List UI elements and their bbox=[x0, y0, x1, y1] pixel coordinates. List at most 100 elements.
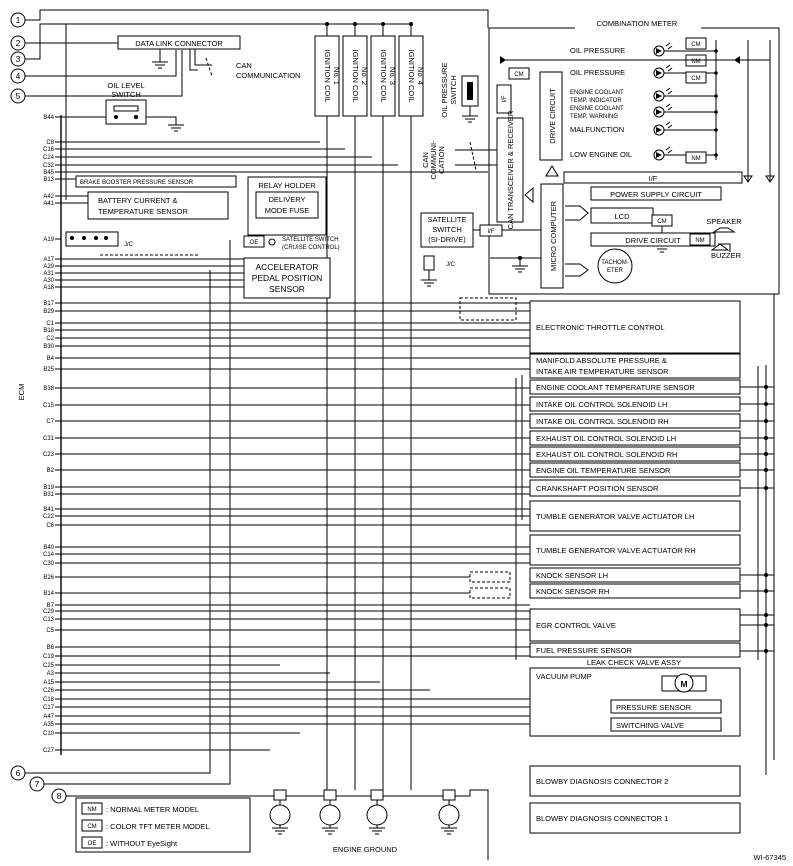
svg-text:SWITCH: SWITCH bbox=[449, 75, 458, 105]
ecm-pin: C32 bbox=[43, 163, 55, 169]
svg-text:No. 3: No. 3 bbox=[388, 67, 397, 85]
ecm-label: ECM bbox=[17, 384, 26, 401]
ecm-pin: B6 bbox=[47, 645, 55, 651]
svg-text:DATA LINK CONNECTOR: DATA LINK CONNECTOR bbox=[135, 39, 223, 48]
svg-text:8: 8 bbox=[57, 791, 62, 801]
diagram-id: WI-67345 bbox=[753, 853, 786, 862]
brake-booster-sensor: BRAKE BOOSTER PRESSURE SENSOR bbox=[75, 175, 237, 188]
component-box: KNOCK SENSOR RH bbox=[529, 583, 741, 599]
ecm-pin: C26 bbox=[43, 688, 55, 694]
svg-text:CM: CM bbox=[87, 824, 96, 830]
oil-level-switch: OIL LEVEL SWITCH bbox=[61, 81, 184, 132]
svg-text:ENGINE COOLANT: ENGINE COOLANT bbox=[570, 90, 624, 96]
ecm-pin: A3 bbox=[47, 671, 55, 677]
component-box: EXHAUST OIL CONTROL SOLENOID LH bbox=[529, 430, 741, 446]
component-box: FUEL PRESSURE SENSOR bbox=[529, 642, 741, 658]
ecm-pin: A19 bbox=[43, 237, 54, 243]
ecm-pin: B18 bbox=[43, 328, 54, 334]
svg-text:BRAKE BOOSTER PRESSURE SENSOR: BRAKE BOOSTER PRESSURE SENSOR bbox=[80, 180, 194, 186]
svg-text:I/F: I/F bbox=[649, 174, 658, 183]
svg-text:SWITCH: SWITCH bbox=[432, 225, 462, 234]
svg-text:CATION: CATION bbox=[437, 146, 446, 174]
component-box: EGR CONTROL VALVE bbox=[529, 608, 741, 642]
component-box: EXHAUST OIL CONTROL SOLENOID RH bbox=[529, 446, 741, 462]
ground-terminal bbox=[319, 789, 341, 835]
svg-text:TEMP. INDICATOR: TEMP. INDICATOR bbox=[570, 98, 622, 104]
ecm-pin: C17 bbox=[43, 705, 55, 711]
svg-text:TUMBLE GENERATOR VALVE ACTUATO: TUMBLE GENERATOR VALVE ACTUATOR LH bbox=[536, 512, 694, 521]
svg-text:J/C: J/C bbox=[446, 262, 456, 268]
svg-text:CM: CM bbox=[657, 219, 666, 225]
svg-text:VACUUM PUMP: VACUUM PUMP bbox=[536, 672, 592, 681]
svg-text:OIL LEVEL: OIL LEVEL bbox=[107, 81, 144, 90]
svg-text:J/C: J/C bbox=[124, 242, 134, 248]
ecm-pin: C14 bbox=[43, 552, 55, 558]
ecm-pin: C6 bbox=[46, 523, 54, 529]
svg-text:OE: OE bbox=[250, 240, 259, 246]
ecm-pin: C29 bbox=[43, 609, 55, 615]
svg-text:NM: NM bbox=[695, 238, 704, 244]
svg-text:ENGINE COOLANT TEMPERATURE SEN: ENGINE COOLANT TEMPERATURE SENSOR bbox=[536, 383, 695, 392]
jc-junction: J/C bbox=[65, 231, 200, 256]
ecm-pin: A15 bbox=[43, 680, 54, 686]
meter-row: LOW ENGINE OIL bbox=[570, 146, 718, 161]
svg-text:5: 5 bbox=[16, 91, 21, 101]
svg-text:KNOCK SENSOR LH: KNOCK SENSOR LH bbox=[536, 571, 608, 580]
svg-text:M: M bbox=[680, 679, 687, 689]
relay-holder: RELAY HOLDER DELIVERY MODE FUSE bbox=[247, 176, 327, 236]
svg-text:No. 1: No. 1 bbox=[332, 67, 341, 85]
svg-text:PRESSURE SENSOR: PRESSURE SENSOR bbox=[616, 703, 692, 712]
svg-text:IGNITION COIL: IGNITION COIL bbox=[407, 50, 416, 103]
ecm-pin: A29 bbox=[43, 264, 54, 270]
ecm-pin: C31 bbox=[43, 436, 55, 442]
ecm-pin: B13 bbox=[43, 177, 54, 183]
oe-satellite-switch-cruise: OE SATELLITE SWITCH (CRUISE CONTROL) bbox=[243, 235, 340, 251]
ecm-pin: B30 bbox=[43, 344, 54, 350]
can-communication-meter: CAN COMMUNI- CATION bbox=[421, 140, 497, 180]
svg-text:(SI-DRIVE): (SI-DRIVE) bbox=[428, 235, 466, 244]
ecm-pin: C19 bbox=[43, 654, 55, 660]
svg-text:IGNITION COIL: IGNITION COIL bbox=[351, 50, 360, 103]
svg-text:CM: CM bbox=[691, 76, 700, 82]
svg-text:IGNITION COIL: IGNITION COIL bbox=[323, 50, 332, 103]
component-box: TUMBLE GENERATOR VALVE ACTUATOR LH bbox=[529, 500, 741, 532]
svg-text:OE: OE bbox=[88, 841, 97, 847]
svg-text:MANIFOLD ABSOLUTE PRESSURE &: MANIFOLD ABSOLUTE PRESSURE & bbox=[536, 356, 667, 365]
svg-text:OIL PRESSURE: OIL PRESSURE bbox=[570, 46, 625, 55]
svg-text:: WITHOUT EyeSight: : WITHOUT EyeSight bbox=[106, 839, 178, 848]
svg-text:I/F: I/F bbox=[502, 95, 508, 102]
battery-current-sensor: BATTERY CURRENT & TEMPERATURE SENSOR bbox=[87, 191, 229, 220]
ecm-pin: C2 bbox=[46, 336, 54, 342]
legend: NM : NORMAL METER MODEL CM : COLOR TFT M… bbox=[75, 797, 251, 853]
svg-text:DRIVE CIRCUIT: DRIVE CIRCUIT bbox=[548, 88, 557, 144]
ecm-pin: B25 bbox=[43, 367, 54, 373]
svg-text:MICRO COMPUTER: MICRO COMPUTER bbox=[549, 200, 558, 271]
ecm-pin: B19 bbox=[43, 485, 54, 491]
svg-text:CAN TRANSCEIVER & RECEIVER: CAN TRANSCEIVER & RECEIVER bbox=[506, 110, 515, 229]
svg-text:ENGINE OIL TEMPERATURE SENSOR: ENGINE OIL TEMPERATURE SENSOR bbox=[536, 466, 671, 475]
component-box: TUMBLE GENERATOR VALVE ACTUATOR RH bbox=[529, 534, 741, 566]
svg-text:MALFUNCTION: MALFUNCTION bbox=[570, 125, 624, 134]
ground-terminal bbox=[269, 789, 291, 835]
svg-text:EXHAUST OIL CONTROL SOLENOID R: EXHAUST OIL CONTROL SOLENOID RH bbox=[536, 450, 677, 459]
ecm-pin: C7 bbox=[46, 419, 54, 425]
component-box: KNOCK SENSOR LH bbox=[529, 567, 741, 583]
ecm-pin: B41 bbox=[43, 507, 54, 513]
svg-text:NM: NM bbox=[87, 807, 96, 813]
svg-text:No. 2: No. 2 bbox=[360, 67, 369, 85]
svg-text:BUZZER: BUZZER bbox=[711, 251, 742, 260]
ecm-pin: B40 bbox=[43, 545, 54, 551]
svg-text:CM: CM bbox=[514, 72, 523, 78]
svg-text:COMMUNI-: COMMUNI- bbox=[429, 140, 438, 180]
svg-text:COMBINATION METER: COMBINATION METER bbox=[597, 19, 678, 28]
svg-text:TACHOM-: TACHOM- bbox=[601, 260, 629, 266]
ecm-pin: B29 bbox=[43, 309, 54, 315]
ecm-pin: B38 bbox=[43, 386, 54, 392]
ecm-pin: C27 bbox=[43, 748, 55, 754]
svg-text:1: 1 bbox=[16, 15, 21, 25]
ecm-pin: A41 bbox=[43, 201, 54, 207]
ecm-pin: B2 bbox=[47, 468, 55, 474]
